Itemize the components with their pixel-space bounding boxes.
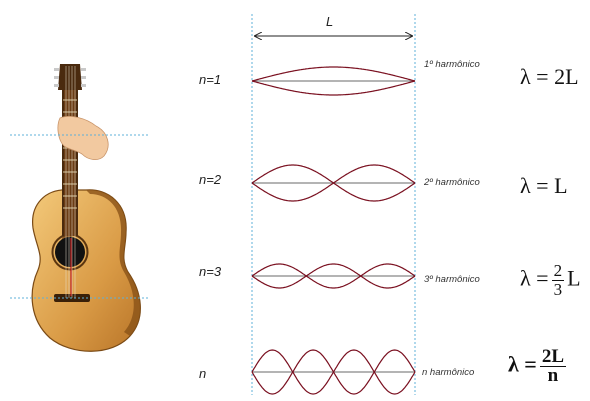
lambda-prefix-3: λ =: [520, 266, 549, 291]
fraction-denominator-4: n: [540, 367, 566, 385]
lambda-suffix-3: L: [567, 266, 580, 291]
wavelength-formula-2: λ = L: [520, 173, 568, 199]
n-label-3: n=3: [199, 264, 221, 279]
harmonic-label-4: n harmônico: [422, 367, 474, 378]
harmonic-label-1: 1º harmônico: [424, 59, 480, 70]
wavelength-formula-1: λ = 2L: [520, 64, 579, 90]
n-label-1: n=1: [199, 72, 221, 87]
fraction-denominator-3: 3: [552, 281, 565, 299]
harmonic-label-2: 2º harmônico: [424, 177, 480, 188]
length-label: L: [326, 14, 333, 29]
standing-wave-envelope: [252, 67, 415, 81]
n-label-4: n: [199, 366, 206, 381]
standing-wave-envelope: [252, 81, 415, 95]
lambda-prefix-4: λ =: [508, 352, 537, 377]
fraction-numerator-3: 2: [552, 262, 565, 281]
n-label-2: n=2: [199, 172, 221, 187]
standing-waves: [252, 67, 415, 394]
harmonic-label-3: 3º harmônico: [424, 274, 480, 285]
guitar-icon: [32, 64, 140, 351]
